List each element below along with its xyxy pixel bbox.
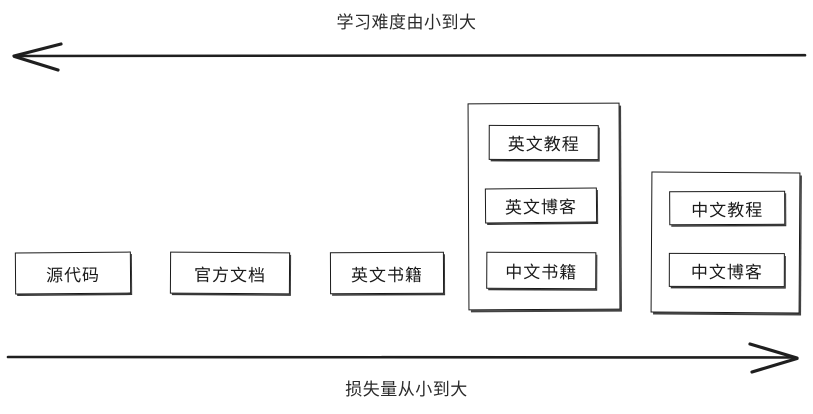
node-label: 中文教程: [691, 200, 764, 221]
node-label: 英文教程: [507, 134, 580, 156]
bottom-axis-label: 损失量从小到大: [345, 380, 468, 400]
node-label: 官方文档: [193, 265, 267, 286]
node-label: 中文书籍: [505, 262, 578, 284]
node-label: 中文博客: [690, 262, 763, 283]
top-axis-label: 学习难度由小到大: [336, 13, 477, 33]
node-label: 英文书籍: [350, 265, 424, 286]
node-box-english-blog[interactable]: 英文博客: [484, 187, 598, 224]
node-box-english-tutorial[interactable]: 英文教程: [488, 124, 599, 161]
node-box-source-code[interactable]: 源代码: [14, 251, 132, 295]
node-box-official-docs[interactable]: 官方文档: [169, 251, 291, 295]
arrow-left-icon: [12, 42, 807, 72]
node-label: 英文博客: [504, 197, 578, 219]
group-box-chinese: 中文教程 中文博客: [650, 171, 801, 314]
node-box-chinese-books[interactable]: 中文书籍: [486, 251, 597, 290]
group-box-english: 英文教程 英文博客 中文书籍: [467, 102, 621, 311]
node-box-chinese-tutorial[interactable]: 中文教程: [669, 190, 786, 226]
node-box-chinese-blog[interactable]: 中文博客: [668, 252, 785, 288]
node-label: 源代码: [45, 265, 101, 286]
arrow-right-icon: [6, 342, 799, 374]
node-box-english-books[interactable]: 英文书籍: [329, 251, 445, 295]
